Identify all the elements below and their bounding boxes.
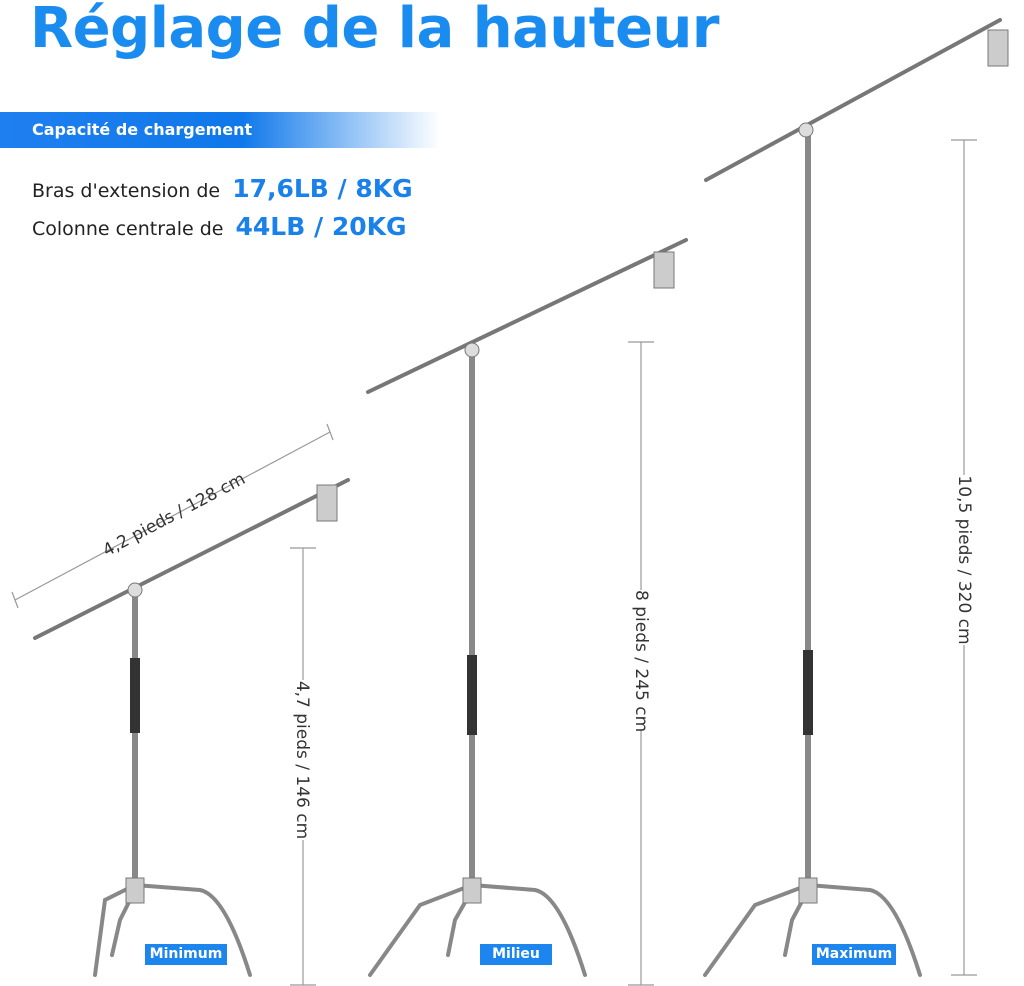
- max-height-label: 10,5 pieds / 320 cm: [954, 475, 974, 645]
- position-tag-middle: Milieu: [480, 944, 552, 965]
- capacity-label: Bras d'extension de: [32, 180, 221, 202]
- min-height-label: 4,7 pieds / 146 cm: [292, 680, 312, 840]
- capacity-banner: Capacité de chargement: [0, 112, 440, 148]
- stand-middle: [366, 238, 688, 977]
- stand-minimum: [33, 478, 350, 977]
- mid-height-label: 8 pieds / 245 cm: [631, 590, 651, 733]
- dimension-lines: [11, 139, 977, 986]
- capacity-label: Colonne centrale de: [32, 218, 224, 240]
- stand-maximum: [703, 18, 1009, 977]
- capacity-value: 17,6LB / 8KG: [232, 174, 413, 203]
- page-title: Réglage de la hauteur: [30, 0, 720, 61]
- capacity-value: 44LB / 20KG: [235, 212, 407, 241]
- position-tag-minimum: Minimum: [145, 944, 227, 965]
- position-tag-maximum: Maximum: [812, 944, 896, 965]
- capacity-row-arm: Bras d'extension de 17,6LB / 8KG: [32, 174, 413, 203]
- capacity-heading: Capacité de chargement: [32, 120, 253, 139]
- capacity-row-column: Colonne centrale de 44LB / 20KG: [32, 212, 407, 241]
